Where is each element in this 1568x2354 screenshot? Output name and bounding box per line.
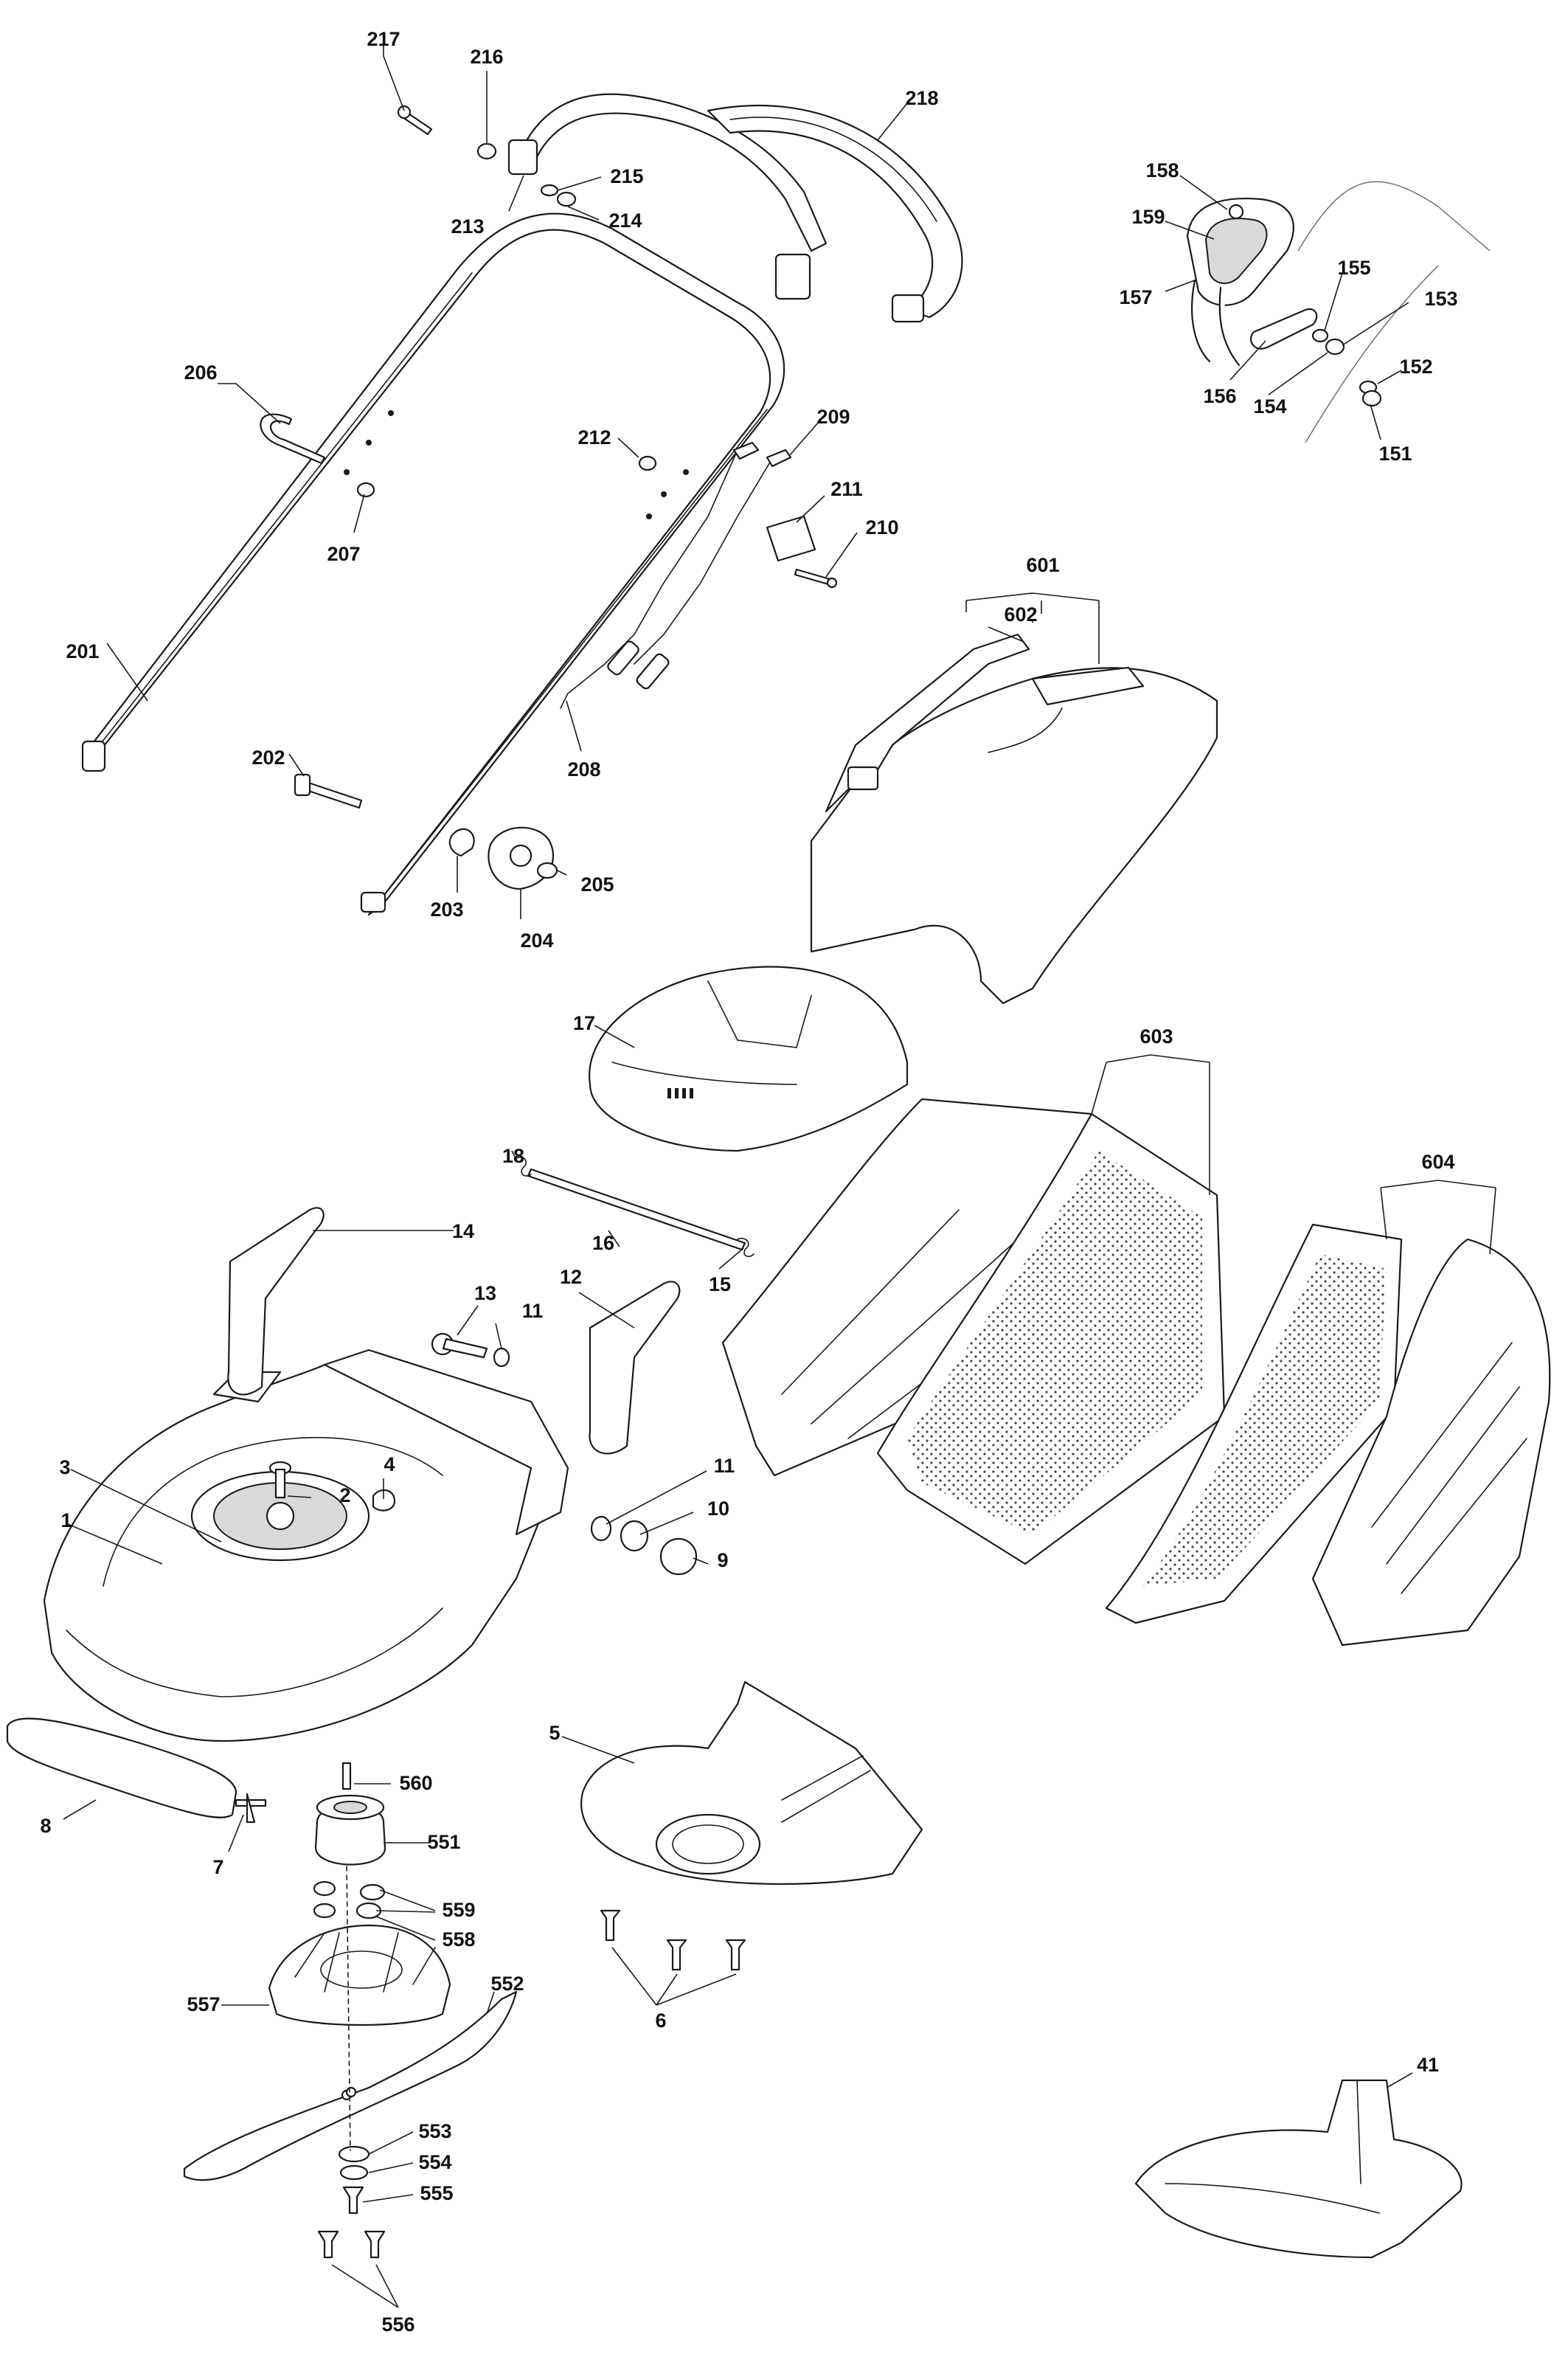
callout-212: 212	[577, 426, 611, 449]
callout-560: 560	[399, 1772, 432, 1794]
control-lever-part	[1186, 181, 1491, 443]
callout-158: 158	[1145, 159, 1179, 181]
callout-11-lower: 11	[714, 1455, 735, 1477]
callout-155: 155	[1337, 257, 1370, 279]
callout-552: 552	[490, 1973, 524, 1995]
callout-17: 17	[573, 1012, 595, 1034]
callout-labels: 217 216 218 215 213 214 158 159 155 157 …	[40, 28, 1457, 2336]
bumper-part	[6, 1717, 267, 1824]
blade-assembly-part	[183, 1762, 518, 2259]
callout-207: 207	[327, 543, 360, 565]
control-cables-part	[560, 441, 792, 709]
callout-14: 14	[452, 1220, 474, 1242]
callout-208: 208	[567, 758, 600, 780]
axle-fasteners-part	[431, 1332, 698, 1576]
side-plates-part	[227, 1207, 681, 1455]
callout-203: 203	[430, 899, 463, 921]
callout-554: 554	[418, 2151, 451, 2173]
handle-hook-part	[260, 413, 326, 465]
callout-215: 215	[610, 165, 643, 187]
flap-rod-part	[516, 1156, 754, 1258]
callout-555: 555	[420, 2182, 453, 2204]
callout-41: 41	[1417, 2054, 1439, 2076]
callout-11-upper: 11	[522, 1300, 544, 1322]
callout-153: 153	[1424, 288, 1457, 310]
callout-213: 213	[451, 215, 484, 238]
grass-bag-cover-part	[1105, 1223, 1551, 1647]
callout-205: 205	[580, 873, 614, 896]
callout-602: 602	[1004, 603, 1037, 626]
grass-bag-top-part	[810, 633, 1218, 1005]
callout-216: 216	[470, 46, 503, 68]
callout-15: 15	[709, 1273, 731, 1295]
callout-157: 157	[1119, 286, 1152, 308]
callout-3: 3	[59, 1456, 70, 1478]
callout-159: 159	[1131, 206, 1165, 228]
callout-13: 13	[474, 1282, 496, 1304]
callout-551: 551	[427, 1831, 460, 1853]
callout-557: 557	[187, 1993, 220, 2015]
callout-12: 12	[560, 1266, 582, 1288]
baffle-part	[580, 1680, 923, 1885]
deck-fasteners-part	[268, 1461, 396, 1512]
callout-151: 151	[1378, 443, 1412, 465]
callout-210: 210	[865, 516, 898, 539]
callout-214: 214	[608, 210, 642, 232]
callout-209: 209	[816, 406, 850, 428]
callout-556: 556	[381, 2313, 414, 2336]
callout-152: 152	[1399, 356, 1432, 378]
callout-603: 603	[1139, 1025, 1173, 1048]
callout-553: 553	[418, 2120, 451, 2142]
callout-201: 201	[66, 640, 99, 662]
mulching-plug-part	[1134, 2079, 1463, 2259]
callout-559: 559	[442, 1899, 475, 1921]
callout-601: 601	[1026, 554, 1059, 576]
rear-cover-part	[589, 966, 909, 1152]
callout-206: 206	[184, 361, 217, 384]
callout-16: 16	[592, 1232, 614, 1254]
callout-156: 156	[1203, 385, 1236, 407]
callout-18: 18	[502, 1145, 524, 1167]
grass-bag-frame-part	[721, 1098, 1226, 1565]
callout-7: 7	[212, 1856, 223, 1878]
mower-deck-part	[43, 1349, 569, 1742]
callout-202: 202	[251, 747, 285, 769]
leader-lines	[63, 46, 1496, 2308]
callout-10: 10	[707, 1498, 729, 1520]
callout-558: 558	[442, 1928, 475, 1950]
cable-clip-part	[356, 455, 838, 589]
callout-2: 2	[339, 1484, 350, 1506]
handle-knob-part	[294, 773, 558, 890]
baffle-screws-part	[600, 1909, 746, 1971]
callout-5: 5	[549, 1722, 560, 1744]
callout-6: 6	[655, 2009, 666, 2032]
callout-154: 154	[1253, 395, 1286, 418]
lower-handle-part	[81, 212, 785, 916]
callout-218: 218	[905, 87, 938, 109]
callout-9: 9	[717, 1549, 728, 1571]
callout-4: 4	[384, 1453, 395, 1475]
callout-1: 1	[60, 1509, 72, 1531]
callout-217: 217	[367, 28, 400, 50]
callout-604: 604	[1421, 1151, 1454, 1173]
callout-8: 8	[40, 1815, 51, 1837]
upper-handle-part	[507, 93, 963, 323]
callout-211: 211	[830, 478, 863, 500]
callout-204: 204	[520, 930, 553, 952]
